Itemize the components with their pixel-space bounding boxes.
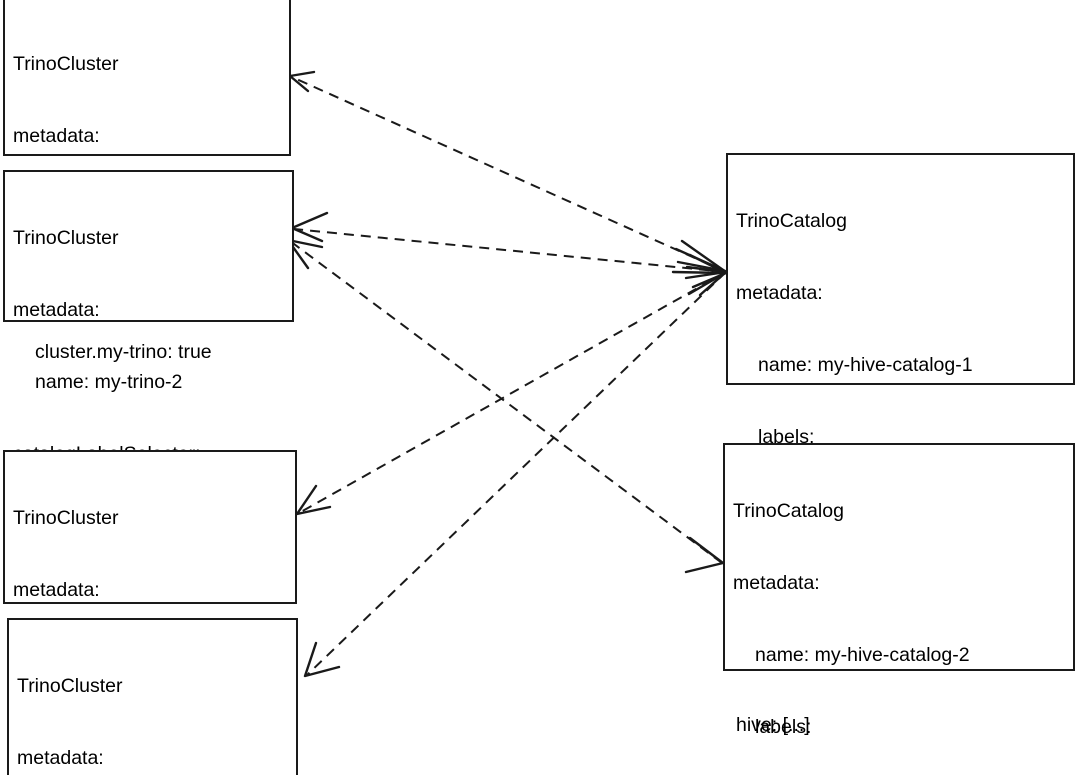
node-line: metadata: — [733, 572, 820, 594]
node-trinocatalog-my-hive-catalog-2[interactable]: TrinoCatalog metadata: name: my-hive-cat… — [723, 443, 1075, 738]
node-body: TrinoCluster metadata: name: my-trino-gr… — [9, 620, 296, 775]
node-line: TrinoCatalog — [736, 210, 847, 232]
node-trinocatalog-my-hive-catalog-1[interactable]: TrinoCatalog metadata: name: my-hive-cat… — [726, 153, 1075, 736]
node-line: cluster.my-trino: true — [35, 341, 212, 363]
edge-catalog2-to-my-trino-2 — [286, 238, 725, 574]
node-line: labels: — [755, 716, 812, 738]
arrowhead-cluster-catalog1 — [671, 239, 728, 297]
edge-catalog1-to-my-trino-blue — [295, 271, 727, 516]
node-line: hive: [...] — [736, 714, 810, 736]
node-trinocluster-my-trino-blue[interactable]: TrinoCluster metadata: name: my-trino-bl… — [3, 450, 297, 745]
node-line: metadata: — [13, 125, 100, 147]
node-line: TrinoCluster — [17, 675, 123, 697]
node-line: name: my-hive-catalog-1 — [758, 354, 973, 376]
node-line: metadata: — [17, 747, 104, 769]
edge-catalog1-to-my-trino-green — [303, 271, 727, 678]
node-line: name: my-trino-2 — [35, 371, 183, 393]
node-line: name: my-hive-catalog-2 — [755, 644, 970, 666]
node-body: TrinoCatalog metadata: name: my-hive-cat… — [725, 445, 1073, 775]
node-line: metadata: — [13, 579, 100, 601]
node-trinocluster-my-trino-2[interactable]: TrinoCluster metadata: name: my-trino-2 … — [3, 170, 294, 537]
node-line: metadata: — [13, 299, 100, 321]
node-line: TrinoCluster — [13, 507, 119, 529]
node-line: TrinoCluster — [13, 227, 119, 249]
node-line: TrinoCluster — [13, 53, 119, 75]
edge-catalog1-to-my-trino — [288, 70, 727, 273]
node-trinocluster-my-trino-green[interactable]: TrinoCluster metadata: name: my-trino-gr… — [7, 618, 298, 775]
node-line: labels: — [758, 426, 815, 448]
node-trinocluster-my-trino[interactable]: TrinoCluster metadata: name: my-trino ca… — [3, 0, 291, 363]
node-line: metadata: — [736, 282, 823, 304]
edge-catalog1-to-my-trino-2 — [290, 211, 727, 273]
node-line: TrinoCatalog — [733, 500, 844, 522]
